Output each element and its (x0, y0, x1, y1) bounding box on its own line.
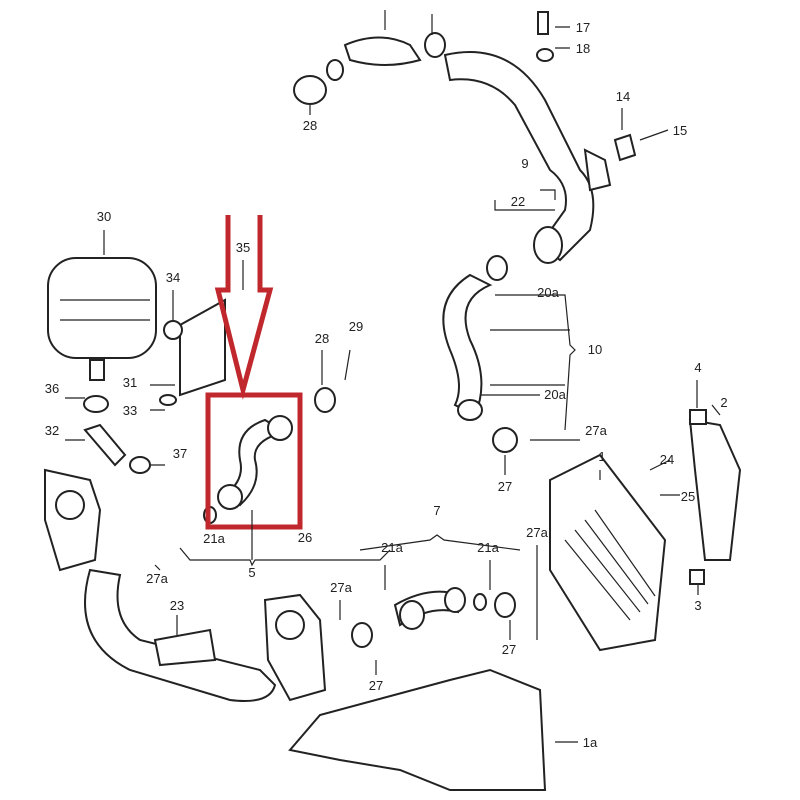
label-3: 3 (694, 598, 701, 613)
label-31: 31 (123, 375, 137, 390)
label-14: 14 (616, 89, 630, 104)
label-27a-lower: 27a (330, 580, 352, 595)
label-1: 1 (598, 449, 605, 464)
hose-32 (83, 423, 127, 467)
upper-hose-assembly (293, 11, 637, 264)
label-35: 35 (236, 240, 250, 255)
highlight-arrow (214, 215, 274, 400)
bracket-31 (179, 298, 226, 397)
label-34: 34 (166, 270, 180, 285)
label-37: 37 (173, 446, 187, 461)
label-27-right: 27 (502, 642, 516, 657)
label-15: 15 (673, 123, 687, 138)
highlight-box (205, 392, 303, 530)
label-5: 5 (248, 565, 255, 580)
label-25: 25 (681, 489, 695, 504)
label-2: 2 (720, 395, 727, 410)
label-30: 30 (97, 209, 111, 224)
label-18: 18 (576, 41, 590, 56)
label-23: 23 (170, 598, 184, 613)
lower-pipe (44, 468, 327, 702)
label-33: 33 (123, 403, 137, 418)
hose-21a (351, 587, 516, 648)
hose-10 (442, 255, 518, 453)
label-20a-lower: 20a (544, 387, 566, 402)
label-27a-mid: 27a (526, 525, 548, 540)
washer-33 (159, 394, 177, 406)
label-24: 24 (660, 452, 674, 467)
resonator-30 (47, 257, 157, 381)
label-26: 26 (298, 530, 312, 545)
label-28: 28 (315, 331, 329, 346)
label-21a-right: 21a (477, 540, 499, 555)
label-27-upper: 27 (498, 479, 512, 494)
label-20a-upper: 20a (537, 285, 559, 300)
label-9: 9 (521, 156, 528, 171)
label-29: 29 (349, 319, 363, 334)
intercooler-1 (549, 409, 742, 652)
label-17: 17 (576, 20, 590, 35)
label-27-lower: 27 (369, 678, 383, 693)
label-36: 36 (45, 381, 59, 396)
label-4: 4 (694, 360, 701, 375)
label-22: 22 (511, 194, 525, 209)
label-7: 7 (433, 503, 440, 518)
label-27a-right: 27a (585, 423, 607, 438)
clamp-37 (129, 456, 151, 474)
label-32: 32 (45, 423, 59, 438)
label-28-top: 28 (303, 118, 317, 133)
nut-34 (163, 320, 183, 340)
label-27a-left: 27a (146, 571, 168, 586)
label-10: 10 (588, 342, 602, 357)
air-duct-1a (288, 668, 547, 791)
clamp-36 (83, 395, 109, 413)
leader-lines (65, 10, 721, 743)
label-1a: 1a (583, 735, 598, 750)
label-21a-left: 21a (203, 531, 225, 546)
hose-26 (203, 387, 336, 524)
label-21a-mid: 21a (381, 540, 403, 555)
callout-labels: 17 18 28 14 15 9 22 20a 10 20a 30 35 34 … (45, 20, 728, 750)
